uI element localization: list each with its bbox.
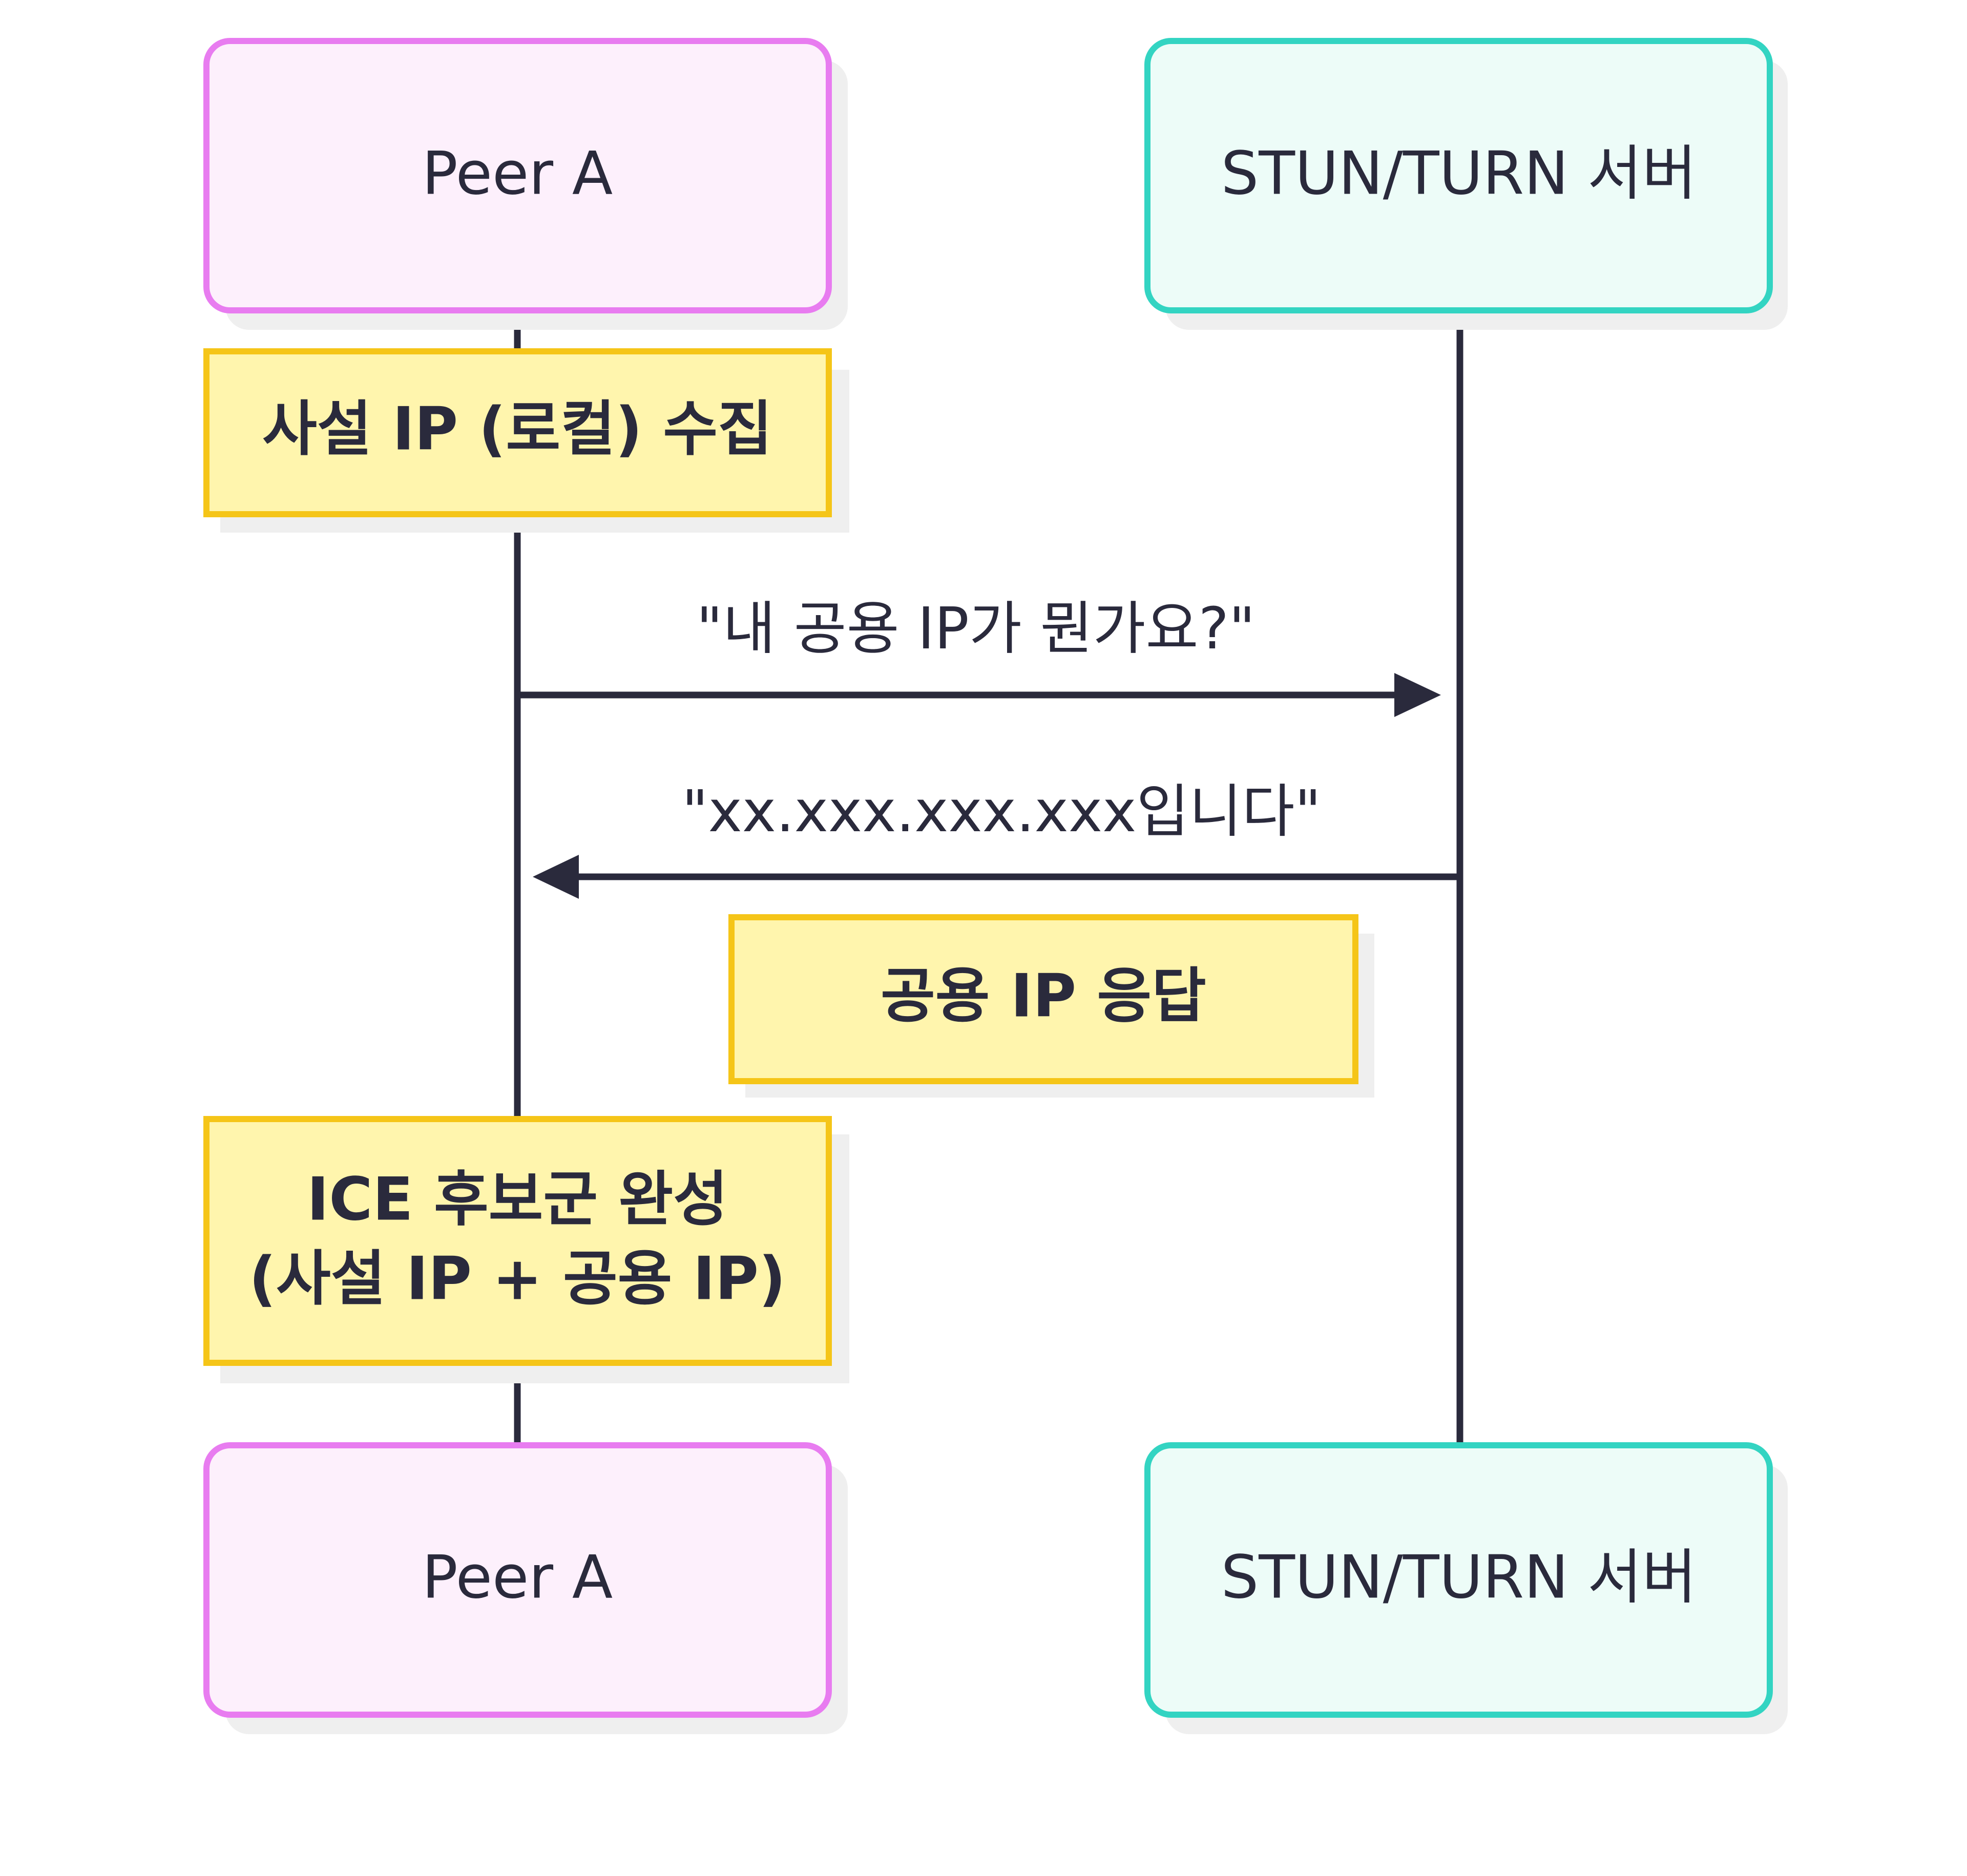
ice-complete-note-rect — [203, 1116, 832, 1366]
server-top-label: STUN/TURN 서버 — [1221, 139, 1697, 208]
request-arrowhead — [1394, 673, 1441, 717]
peer-a-bottom-label: Peer A — [422, 1543, 613, 1612]
public-ip-note: 공용 IP 응답 — [728, 914, 1374, 1098]
peer-a-top-label: Peer A — [422, 139, 613, 208]
server-top-box: STUN/TURN 서버 — [1144, 38, 1788, 330]
server-bottom-rect — [1144, 1442, 1773, 1718]
response-message: "xx.xxx.xxx.xxx입니다" — [533, 778, 1460, 899]
request-message-label: "내 공용 IP가 뭔가요?" — [696, 596, 1255, 662]
response-arrowhead — [533, 855, 579, 899]
private-ip-note-rect — [203, 348, 832, 517]
public-ip-note-rect — [728, 914, 1358, 1084]
request-message: "내 공용 IP가 뭔가요?" — [517, 596, 1441, 717]
public-ip-note-label: 공용 IP 응답 — [881, 962, 1206, 1031]
peer-a-bottom-rect — [203, 1442, 832, 1718]
server-top-rect — [1144, 38, 1773, 313]
server-bottom-label: STUN/TURN 서버 — [1221, 1543, 1697, 1612]
server-bottom-box: STUN/TURN 서버 — [1144, 1442, 1788, 1734]
ice-complete-note-line2: (사설 IP + 공용 IP) — [249, 1245, 786, 1314]
private-ip-note-label: 사설 IP (로컬) 수집 — [262, 395, 772, 464]
response-message-label: "xx.xxx.xxx.xxx입니다" — [682, 778, 1321, 845]
peer-a-top-rect — [203, 38, 832, 313]
ice-complete-note-line1: ICE 후보군 완성 — [307, 1165, 728, 1234]
peer-a-bottom-box: Peer A — [203, 1442, 848, 1734]
peer-a-top-box: Peer A — [203, 38, 848, 330]
ice-complete-note: ICE 후보군 완성 (사설 IP + 공용 IP) — [203, 1116, 849, 1383]
private-ip-note: 사설 IP (로컬) 수집 — [203, 348, 849, 533]
